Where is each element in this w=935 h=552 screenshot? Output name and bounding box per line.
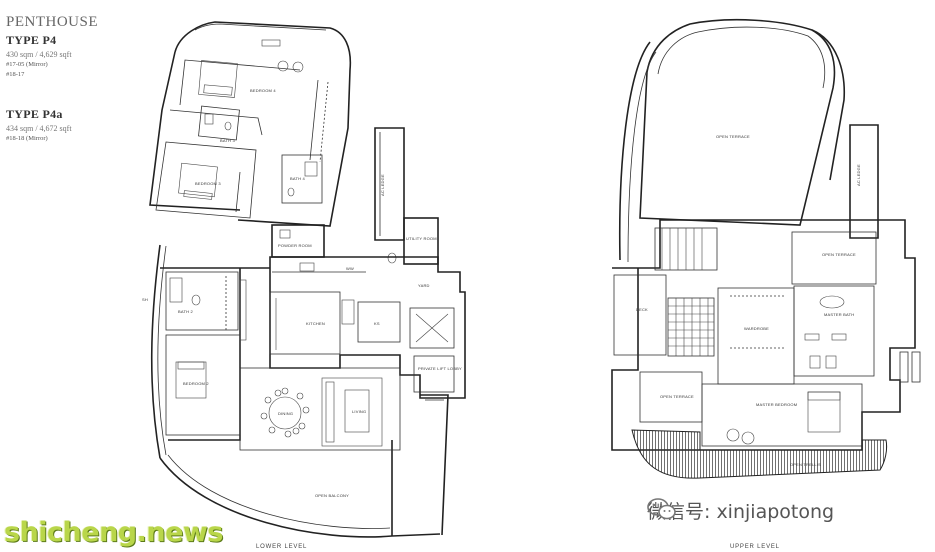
type-size: 430 sqm / 4,629 sqft: [6, 50, 72, 59]
room-label: MASTER BATH: [824, 312, 854, 317]
bathtub: [819, 295, 845, 309]
room-label: PRIVATE LIFT LOBBY: [418, 366, 462, 371]
site-watermark: shicheng.news: [4, 517, 223, 548]
wechat-id: 微信号: xinjiapotong: [647, 501, 835, 523]
unit-legend: PENTHOUSE TYPE P4 430 sqm / 4,629 sqft #…: [6, 14, 156, 143]
room-label: BATH 3: [220, 138, 235, 143]
lift-lobby: [413, 355, 455, 393]
room-label: KS: [374, 321, 380, 326]
room-label: OPEN BALCONY: [315, 493, 349, 498]
upper-level-plan: OPEN TERRACE AC LEDGE OPEN TERRACE DECK …: [611, 18, 921, 550]
dining-table: [268, 396, 302, 430]
type-unit: #18-18 (Mirror): [6, 135, 48, 142]
deck: [613, 274, 667, 356]
room-label: BATH 4: [290, 176, 305, 181]
level-label: UPPER LEVEL: [730, 544, 780, 550]
utility-room: [403, 217, 439, 265]
bedroom3: [155, 141, 257, 219]
main-block: [269, 256, 466, 399]
room-label: AC LEDGE: [856, 164, 861, 186]
room-label: OPEN TRELLIS: [790, 462, 821, 467]
room-label: WW: [346, 266, 354, 271]
upper-ac-ledge: [849, 124, 879, 239]
wechat-icon: [647, 498, 676, 520]
room-label: WARDROBE: [744, 326, 769, 331]
room-label: SH: [142, 297, 148, 302]
room-label: AC LEDGE: [380, 174, 385, 196]
room-label: BEDROOM 4: [250, 88, 276, 93]
room-label: KITCHEN: [306, 321, 325, 326]
room-label: BEDROOM 2: [183, 381, 209, 386]
room-label: DECK: [636, 307, 648, 312]
room-label: BATH 2: [178, 309, 193, 314]
left-facade-inner: [157, 245, 167, 456]
level-label: LOWER LEVEL: [256, 544, 307, 550]
type-name: TYPE P4a: [6, 107, 63, 121]
room-label: DINING: [278, 411, 293, 416]
upper-main-block: [611, 219, 916, 451]
type-unit: #17-05 (Mirror): [6, 61, 48, 68]
right-balcony: [420, 394, 449, 536]
lower-level-plan: BEDROOM 4 BATH 3 BEDROOM 3 BATH 4 POWDER…: [142, 21, 466, 550]
type-size: 434 sqm / 4,672 sqft: [6, 124, 72, 133]
left-facade: [150, 244, 161, 459]
ks-room: [357, 301, 401, 343]
master-bedroom: [701, 383, 863, 447]
wechat-watermark: 微信号: xinjiapotong: [647, 497, 834, 524]
upper-open-terrace-right: [791, 231, 877, 285]
bath3: [198, 105, 240, 141]
room-label: POWDER ROOM: [278, 243, 312, 248]
dining-living-hall: [239, 367, 401, 451]
type-unit: #18-17: [6, 71, 25, 78]
bath4: [281, 154, 323, 204]
room-label: LIVING: [352, 409, 366, 414]
master-bath: [793, 285, 875, 377]
type-name: TYPE P4: [6, 33, 57, 47]
wardrobe-room: [717, 287, 795, 385]
room-label: OPEN TERRACE: [822, 252, 856, 257]
bath2: [165, 271, 239, 331]
legend-heading: PENTHOUSE: [6, 14, 99, 30]
wardrobe-grid: [667, 297, 715, 357]
legend-type-p4: TYPE P4 430 sqm / 4,629 sqft #17-05 (Mir…: [6, 33, 156, 79]
living-sofa: [321, 377, 383, 447]
open-trellis: [631, 429, 888, 479]
balcony-edge-inner: [167, 454, 391, 529]
room-label: OPEN TERRACE: [660, 394, 694, 399]
upper-open-terrace-top: [639, 18, 836, 226]
bed: [198, 60, 238, 98]
room-label: YARD: [418, 283, 430, 288]
room-label: UTILITY ROOM: [406, 236, 437, 241]
bedroom4-wing: [174, 21, 352, 227]
room-label: OPEN TERRACE: [716, 134, 750, 139]
legend-type-p4a: TYPE P4a 434 sqm / 4,672 sqft #18-18 (Mi…: [6, 107, 156, 143]
kitchen: [269, 291, 341, 355]
room-label: MASTER BEDROOM: [756, 402, 797, 407]
balcony-edge: [159, 457, 441, 538]
lift: [409, 307, 455, 349]
room-label: BEDROOM 3: [195, 181, 221, 186]
